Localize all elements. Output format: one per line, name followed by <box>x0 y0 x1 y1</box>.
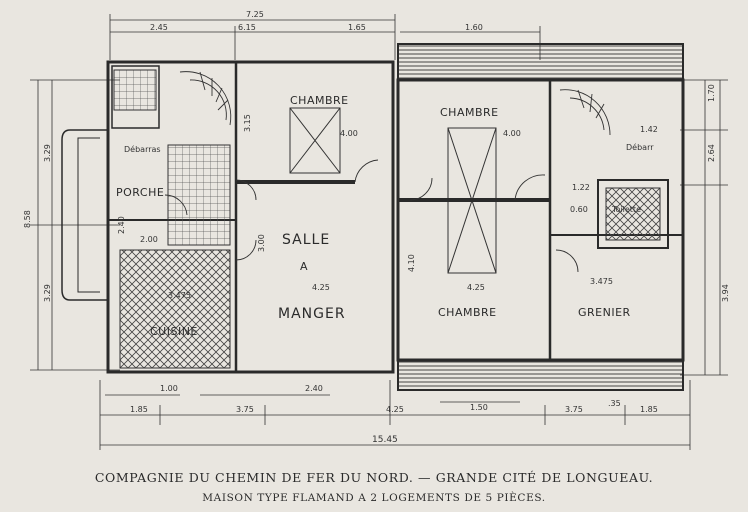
room-label-a: A <box>300 260 308 273</box>
caption-subtitle: MAISON TYPE FLAMAND A 2 LOGEMENTS DE 5 P… <box>202 492 546 504</box>
dim-inner-425a: 4.25 <box>312 283 330 292</box>
room-label-toilette: Toilette <box>611 205 641 214</box>
right-bottom-roof-band <box>397 359 684 391</box>
porch-outline <box>61 129 108 301</box>
dim-inner-410: 4.10 <box>407 254 416 272</box>
dim-right-a: 1.70 <box>707 84 716 102</box>
room-label-porche: PORCHE <box>116 186 164 199</box>
dim-inner-400b: 4.00 <box>503 129 521 138</box>
wc-floor <box>113 69 157 111</box>
dim-inner-3475: 3.475 <box>590 277 613 286</box>
toilette-floor <box>605 187 661 241</box>
dim-right-b: 2.64 <box>707 144 716 162</box>
dim-bottom-150: 1.50 <box>470 403 488 412</box>
dim-inner-122: 1.22 <box>572 183 590 192</box>
left-staircase <box>179 71 232 126</box>
dim-bottom-035: .35 <box>608 399 621 408</box>
dim-inner-315b: 3.15 <box>243 114 252 132</box>
top-dimension-lines <box>109 14 541 60</box>
room-label-chambre-lower: CHAMBRE <box>438 306 497 319</box>
left-dimension-lines <box>30 79 120 371</box>
right-door-swings <box>409 174 579 273</box>
room-label-manger: MANGER <box>278 306 346 322</box>
kitchen-tiled-floor <box>119 249 231 369</box>
dim-bottom-375a: 3.75 <box>236 405 254 414</box>
dim-left-upper: 3.29 <box>43 144 52 162</box>
room-label-grenier: GRENIER <box>578 306 631 319</box>
porch-step <box>77 137 100 293</box>
right-top-roof-band <box>397 43 684 81</box>
dim-bottom-375b: 3.75 <box>565 405 583 414</box>
dim-bottom-425: 4.25 <box>386 405 404 414</box>
dim-bottom-total: 15.45 <box>372 435 398 445</box>
dim-left-lower: 3.29 <box>43 284 52 302</box>
dim-top-a: 2.45 <box>150 23 168 32</box>
dim-left-total: 8.58 <box>23 210 32 228</box>
dim-top-total: 7.25 <box>246 10 264 19</box>
dim-inner-315: 3.475 <box>168 291 191 300</box>
right-staircase <box>559 89 611 136</box>
dim-inner-300: 3.00 <box>257 234 266 252</box>
room-label-chambre-left: CHAMBRE <box>290 94 349 107</box>
bottom-dimension-lines <box>99 380 691 450</box>
dim-inner-400a: 4.00 <box>340 129 358 138</box>
room-label-chambre-right: CHAMBRE <box>440 106 499 119</box>
hall-tiled-floor <box>167 144 231 246</box>
dim-inner-425b: 4.25 <box>467 283 485 292</box>
dim-bottom-185b: 1.85 <box>640 405 658 414</box>
room-label-salle: SALLE <box>282 232 330 248</box>
right-dimension-lines <box>680 79 728 376</box>
dim-inner-200: 2.00 <box>140 235 158 244</box>
dim-right-c: 3.94 <box>721 284 730 302</box>
dim-top-c: 1.65 <box>348 23 366 32</box>
dim-bottom-185a: 1.85 <box>130 405 148 414</box>
room-label-debarr: Débarr <box>626 142 654 152</box>
dim-top-b: 6.15 <box>238 23 256 32</box>
caption-title: COMPAGNIE DU CHEMIN DE FER DU NORD. — GR… <box>94 470 654 485</box>
dim-bottom-100: 1.00 <box>160 384 178 393</box>
dim-inner-240: 2.40 <box>117 216 126 234</box>
dim-inner-060: 0.60 <box>570 205 588 214</box>
left-door-swings <box>164 159 379 261</box>
room-label-debarras: Débarras <box>124 144 161 154</box>
room-label-cuisine: CUISINE <box>150 325 198 338</box>
dim-inner-142: 1.42 <box>640 125 658 134</box>
dim-top-right: 1.60 <box>465 23 483 32</box>
dim-bottom-240: 2.40 <box>305 384 323 393</box>
